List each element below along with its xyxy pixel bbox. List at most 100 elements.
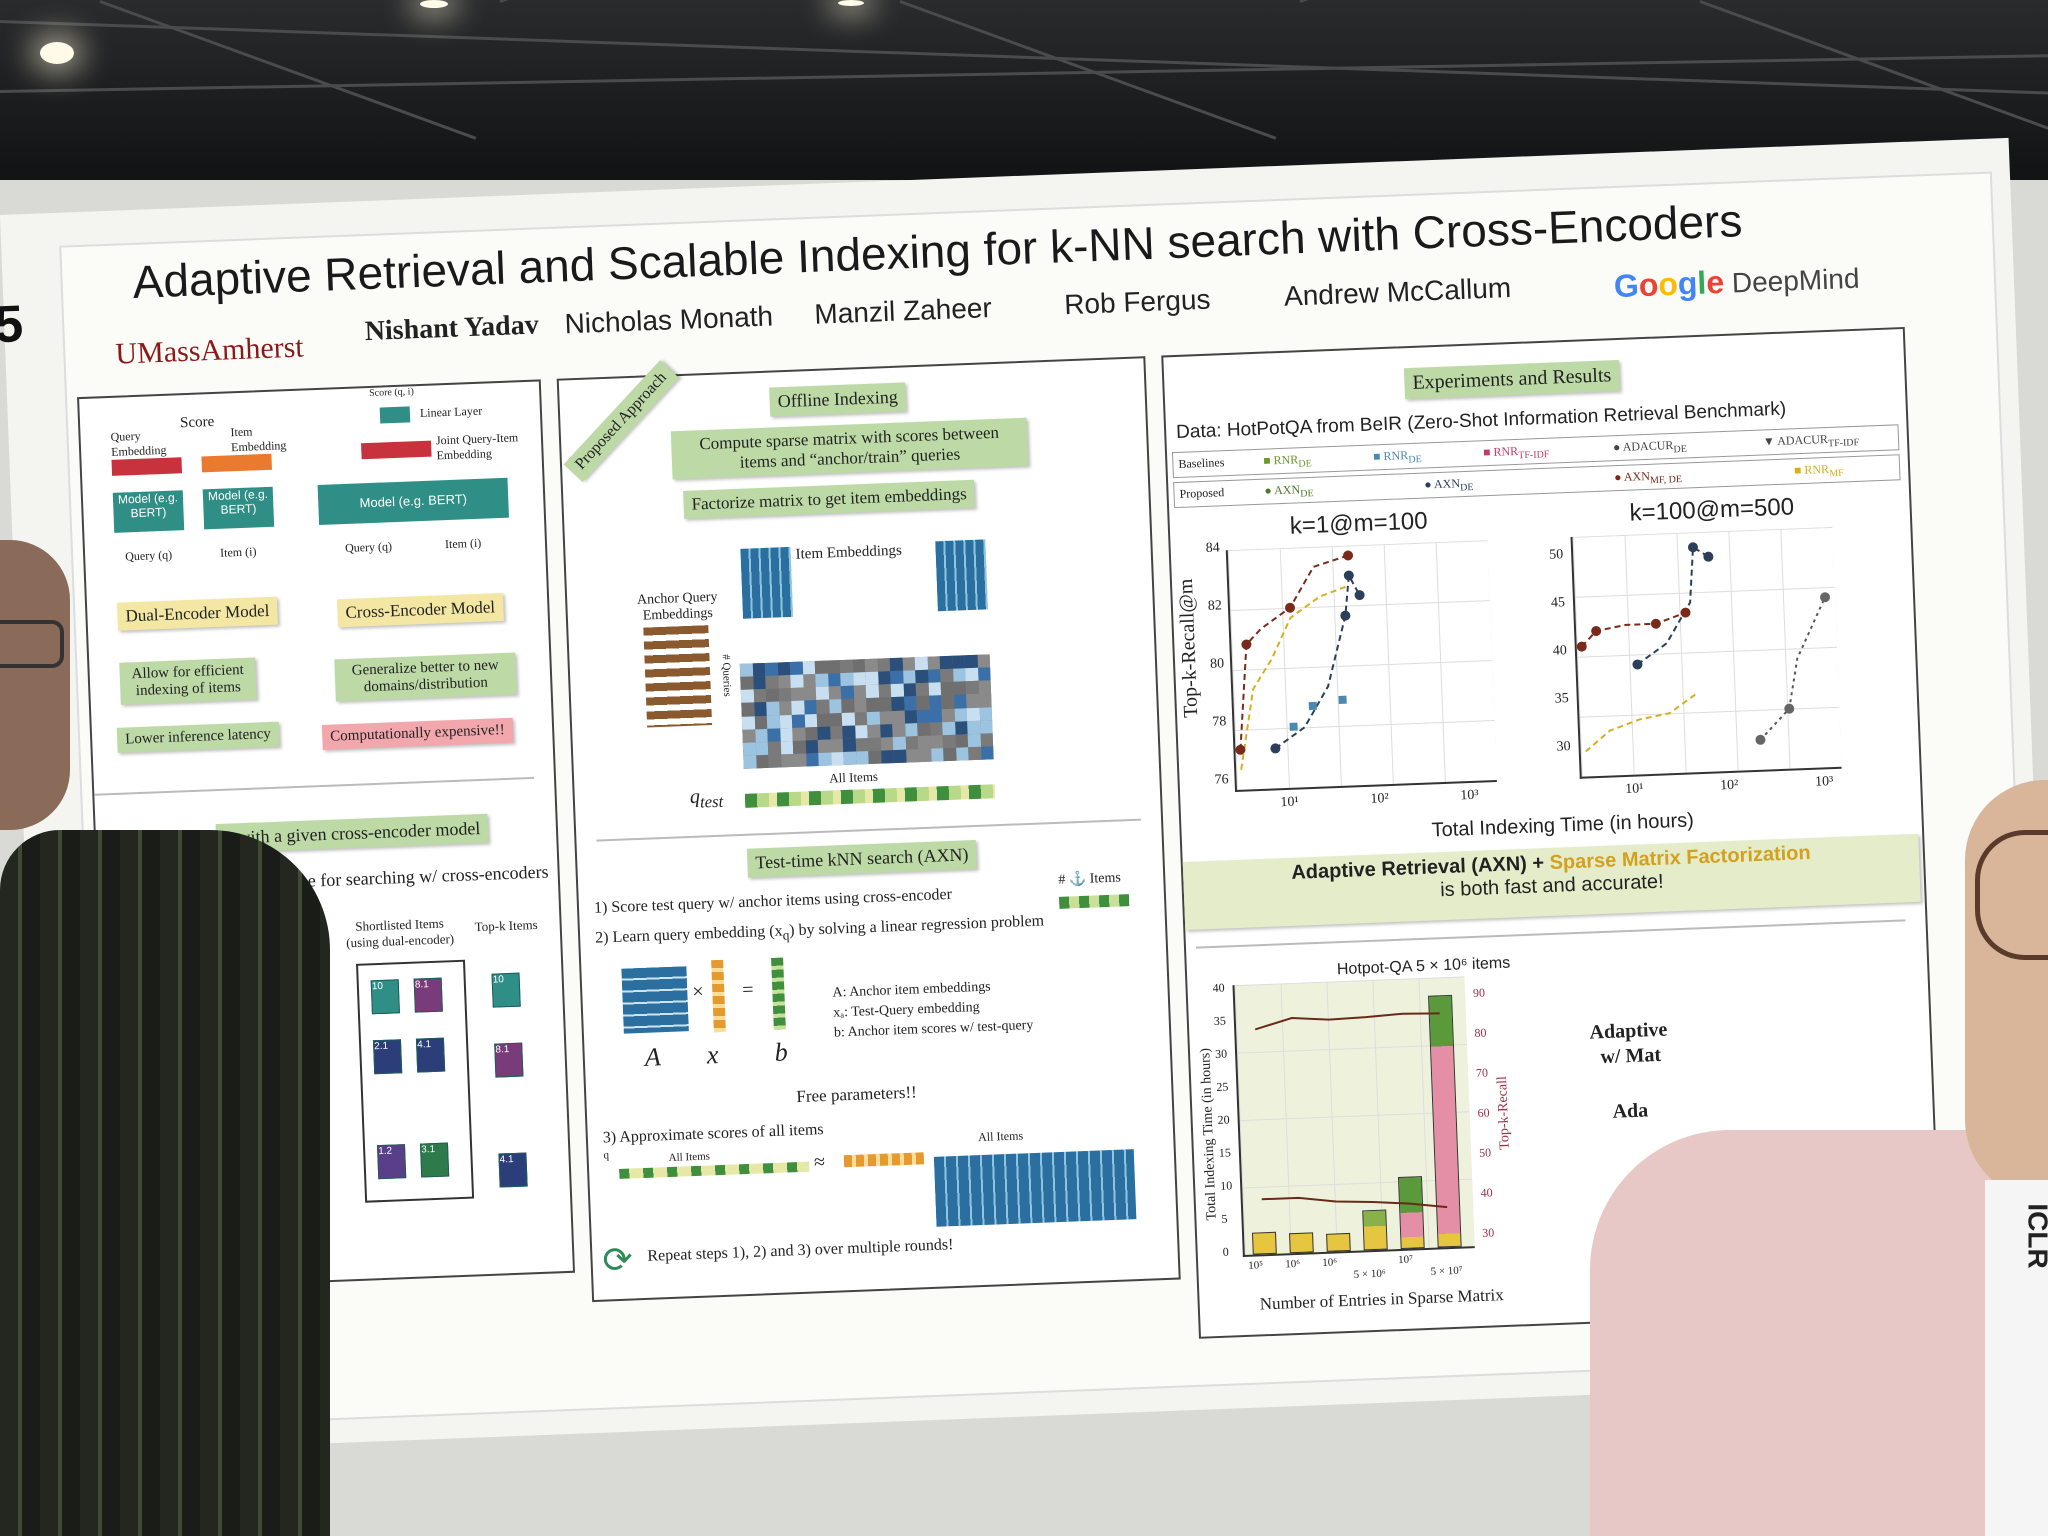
item-embedding-bar xyxy=(201,453,272,473)
bar-y2-tick: 50 xyxy=(1478,1145,1492,1160)
matrix-cell xyxy=(905,735,919,750)
bar-y-tick: 20 xyxy=(1217,1112,1230,1127)
matrix-cell xyxy=(779,714,793,729)
bar-y2-tick: 70 xyxy=(1475,1065,1489,1080)
legend-entry: ■ RNRDE xyxy=(1373,448,1422,466)
latency-note: Lower inference latency xyxy=(116,721,280,753)
matrix-cell xyxy=(814,660,828,675)
document-icon: 4.1 xyxy=(498,1152,528,1188)
matrix-cell xyxy=(740,689,754,704)
matrix-cell xyxy=(865,671,879,686)
matrix-cell xyxy=(953,681,967,696)
repeat-note: Repeat steps 1), 2) and 3) over multiple… xyxy=(647,1236,954,1265)
matrix-cell xyxy=(741,715,755,730)
generalize-note: Generalize better to new domains/distrib… xyxy=(334,652,517,702)
test-time-header: Test-time kNN search (AXN) xyxy=(746,839,977,878)
matrix-cell xyxy=(889,657,903,672)
bar-y-tick: 10 xyxy=(1219,1178,1233,1193)
conference-lanyard: ICLR xyxy=(1985,1180,2048,1536)
matrix-cell xyxy=(765,675,779,690)
document-icon: 8.1 xyxy=(494,1042,524,1078)
matrix-cell xyxy=(940,668,954,683)
linear-layer-label: Linear Layer xyxy=(419,403,483,421)
sparse-score-matrix xyxy=(739,654,994,769)
x-tick: 10¹ xyxy=(1280,794,1299,811)
matrix-cell xyxy=(830,738,844,753)
matrix-cell xyxy=(855,737,869,752)
legend-entry: ■ RNRDE xyxy=(1263,452,1313,470)
badge-text: ICLR xyxy=(2022,1203,2048,1269)
matrix-cell xyxy=(939,655,953,670)
all-items-small-label: All Items xyxy=(668,1150,711,1165)
legend-entry: ▼ ADACURTF-IDF xyxy=(1762,432,1860,450)
vector-xq xyxy=(711,959,726,1033)
matrix-cell xyxy=(815,686,829,701)
var-a: A xyxy=(644,1042,662,1072)
matrix-cell xyxy=(767,728,781,742)
times-sign: × xyxy=(691,980,705,1003)
matrix-cell xyxy=(941,708,955,722)
matrix-cell xyxy=(805,752,819,767)
matrix-cell xyxy=(915,682,929,697)
matrix-cell xyxy=(878,684,892,699)
qtest-small-label: q xyxy=(603,1149,610,1162)
matrix-cell xyxy=(841,712,855,726)
efficient-note: Allow for efficient indexing of items xyxy=(119,657,257,705)
matrix-cell xyxy=(829,725,843,740)
experiments-header: Experiments and Results xyxy=(1403,359,1620,400)
matrix-cell xyxy=(917,735,931,750)
document-icon: 10 xyxy=(491,972,521,1008)
matrix-cell xyxy=(967,733,981,748)
institution-logo: UMassAmherst xyxy=(114,330,305,371)
item-embeddings-label: Item Embeddings xyxy=(795,542,903,563)
matrix-cell xyxy=(815,673,829,688)
matrix-cell xyxy=(914,656,928,671)
document-icon: 2.1 xyxy=(372,1039,403,1075)
plot2-axes xyxy=(1570,526,1842,779)
query-model: Model (e.g. BERT) xyxy=(112,490,185,533)
matrix-cell xyxy=(943,747,957,762)
poster: Adaptive Retrieval and Scalable Indexing… xyxy=(61,173,2036,1427)
matrix-cell xyxy=(743,755,757,769)
shortlist-box: 10 8.1 2.1 4.1 1.2 3.1 xyxy=(356,959,475,1203)
matrix-cell xyxy=(918,748,932,763)
matrix-cell xyxy=(965,681,979,695)
matrix-cell xyxy=(790,674,804,689)
query-input-label: Query (q) xyxy=(124,547,173,564)
matrix-cell xyxy=(804,726,818,741)
side-heading: Adaptive xyxy=(1589,1018,1668,1044)
matrix-cell xyxy=(790,687,804,702)
matrix-cell xyxy=(891,697,905,711)
bar-chart-axes xyxy=(1232,976,1475,1258)
matrix-cell xyxy=(778,688,792,702)
matrix-cell xyxy=(777,675,791,689)
bar-x-tick: 10⁷ xyxy=(1397,1253,1414,1267)
matrix-cell xyxy=(966,694,980,708)
matrix-cell xyxy=(839,659,853,674)
matrix-cell xyxy=(853,685,867,699)
legend-entry: ● AXNDE xyxy=(1264,482,1314,500)
matrix-cell xyxy=(980,733,994,747)
approx-score-bar xyxy=(619,1161,810,1179)
y-tick: 40 xyxy=(1552,643,1568,659)
equals-sign: = xyxy=(741,978,754,1002)
matrix-cell xyxy=(817,739,831,753)
matrix-cell xyxy=(854,724,868,739)
all-items-label: All Items xyxy=(828,768,879,786)
matrix-cell xyxy=(968,746,982,761)
matrix-cell xyxy=(778,701,792,715)
matrix-cell xyxy=(852,672,866,686)
method-panel: Proposed Approach Offline Indexing Compu… xyxy=(556,356,1181,1303)
matrix-cell xyxy=(768,754,782,768)
plot-ylabel: Top-k-Recall@m xyxy=(1174,578,1203,719)
y-tick: 50 xyxy=(1548,547,1564,563)
xq-transpose xyxy=(843,1152,925,1168)
author: Nicholas Monath xyxy=(564,300,774,340)
document-icon: 3.1 xyxy=(419,1142,450,1178)
matrix-cell xyxy=(877,658,891,672)
matrix-cell xyxy=(940,682,954,696)
matrix-cell xyxy=(852,659,866,673)
matrix-cell xyxy=(755,741,769,756)
matrix-cell xyxy=(777,662,791,676)
ceiling-lamp xyxy=(420,0,448,8)
